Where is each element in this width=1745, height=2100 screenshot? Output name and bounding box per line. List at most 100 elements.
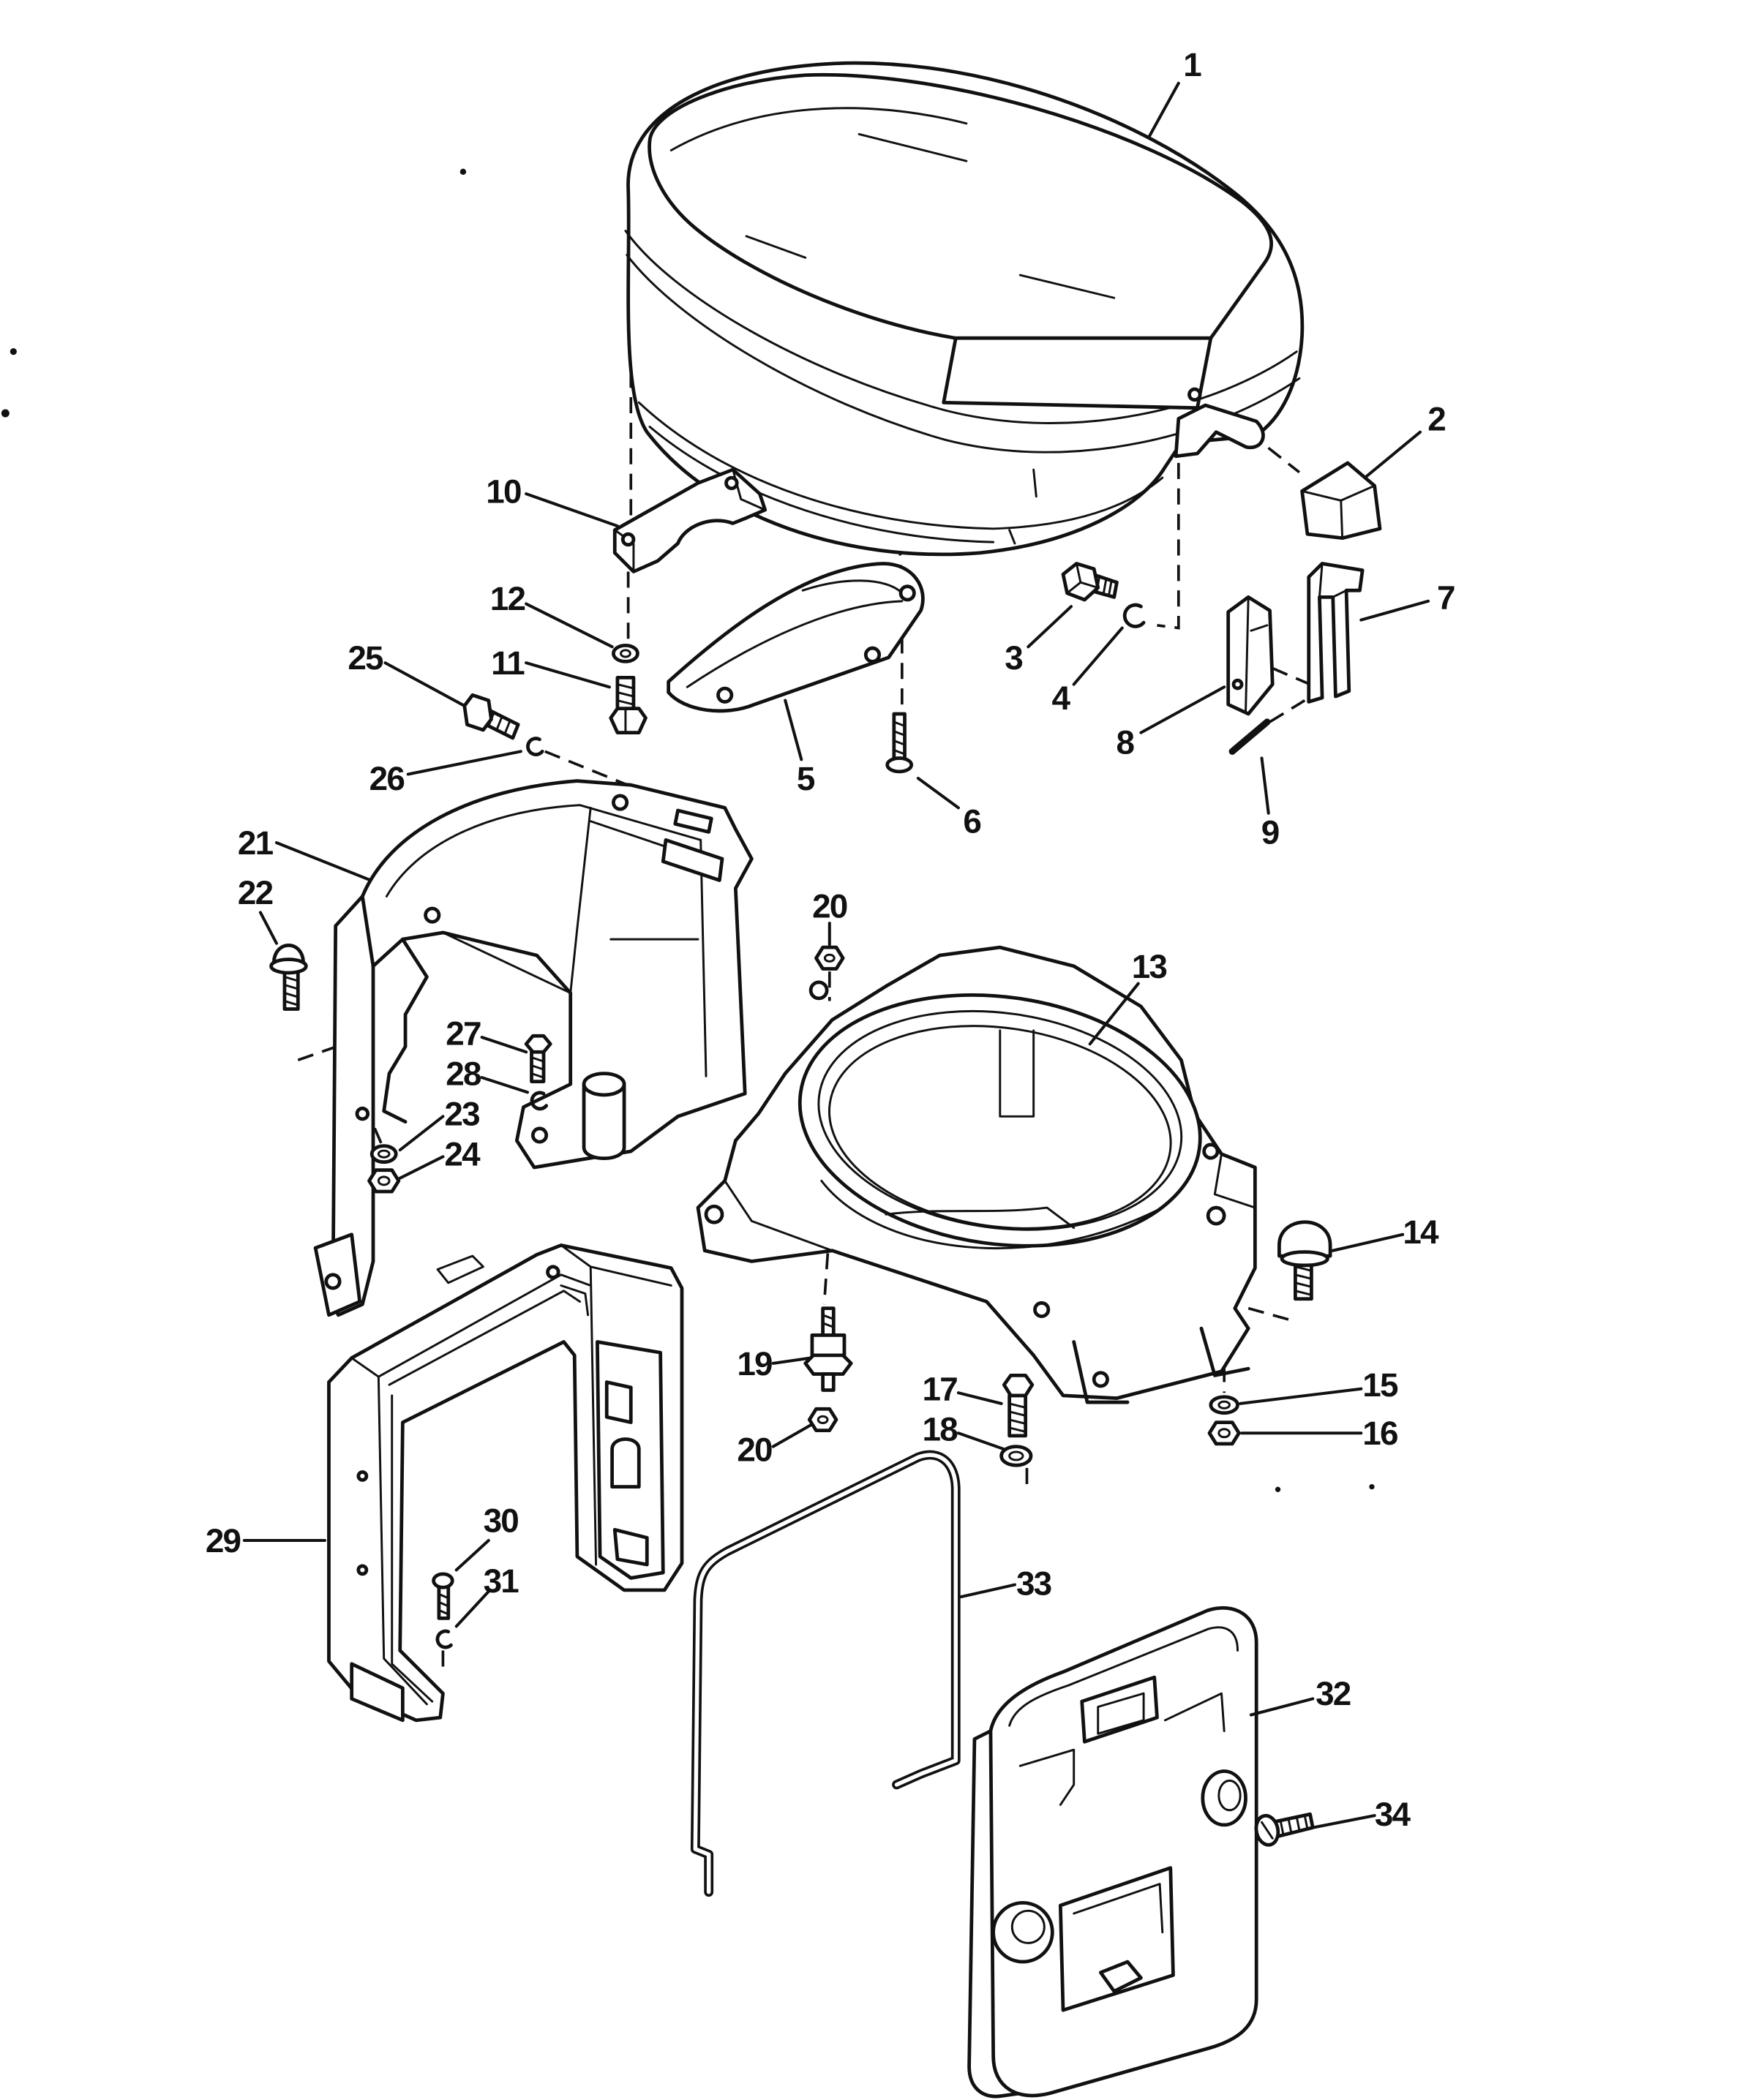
specks xyxy=(1,168,1375,1492)
callout-label-21: 21 xyxy=(238,824,274,862)
callout-label-28: 28 xyxy=(446,1055,481,1093)
leader-line-5 xyxy=(784,699,803,761)
leader-line-25 xyxy=(383,661,466,707)
part-19-rubber-mount xyxy=(803,1306,853,1392)
callout-label-1: 1 xyxy=(1183,45,1201,83)
part-12-washer xyxy=(612,644,639,663)
callout-label-27: 27 xyxy=(446,1015,481,1053)
callout-label-13: 13 xyxy=(1132,947,1167,985)
callout-label-7: 7 xyxy=(1437,578,1455,616)
leader-line-34 xyxy=(1311,1814,1376,1829)
part-1-top-cowl xyxy=(624,61,1305,557)
leader-line-6 xyxy=(916,776,960,810)
callout-label-18: 18 xyxy=(923,1410,958,1448)
leader-line-32 xyxy=(1249,1697,1315,1717)
leader-line-14 xyxy=(1331,1232,1405,1252)
callout-label-22: 22 xyxy=(238,873,273,911)
part-20-nut-bottom xyxy=(807,1407,838,1432)
callout-label-3: 3 xyxy=(1005,639,1022,677)
leader-line-20-bottom xyxy=(771,1423,813,1448)
part-9-pin xyxy=(1228,718,1271,755)
part-11-bolt xyxy=(609,676,648,735)
callout-label-32: 32 xyxy=(1316,1674,1351,1712)
callout-label-9: 9 xyxy=(1261,813,1279,851)
leader-line-11 xyxy=(525,661,611,689)
leader-line-3 xyxy=(1027,605,1073,649)
leader-line-17 xyxy=(956,1391,1003,1405)
part-7-latch-lever xyxy=(1307,562,1365,704)
leader-line-15 xyxy=(1239,1387,1363,1405)
part-21-bracket-housing xyxy=(313,779,754,1317)
callout-label-12: 12 xyxy=(490,579,525,617)
callout-label-17: 17 xyxy=(923,1370,958,1408)
callout-label-31: 31 xyxy=(484,1562,519,1600)
leader-line-8 xyxy=(1139,685,1226,734)
part-29-u-frame xyxy=(327,1243,684,1723)
leader-line-30 xyxy=(454,1538,490,1572)
part-2-wedge-block xyxy=(1300,461,1382,541)
part-23-lock-washer xyxy=(369,1144,398,1164)
leader-line-26 xyxy=(406,750,522,776)
leader-line-13 xyxy=(1088,982,1140,1046)
callout-label-14: 14 xyxy=(1403,1213,1439,1251)
callout-label-6: 6 xyxy=(963,802,980,840)
part-30-screw xyxy=(432,1572,454,1620)
callout-label-26: 26 xyxy=(369,759,405,797)
part-28-washer xyxy=(530,1091,549,1111)
part-13-base-ring xyxy=(696,945,1257,1404)
part-14-bolt xyxy=(1277,1220,1332,1301)
part-31-washer xyxy=(435,1629,453,1649)
callout-label-2: 2 xyxy=(1427,399,1445,437)
leader-line-12 xyxy=(525,602,614,649)
part-20-nut-top xyxy=(814,945,845,971)
leader-line-31 xyxy=(454,1589,490,1628)
leader-line-1 xyxy=(1147,81,1180,139)
callout-labels: 1 2 3 4 5 6 7 8 9 10 11 12 13 14 15 16 1… xyxy=(206,45,1456,1833)
part-27-bolt xyxy=(524,1034,552,1083)
leader-line-9 xyxy=(1260,756,1270,815)
leader-line-28 xyxy=(480,1076,530,1094)
leader-line-10 xyxy=(525,492,619,528)
leader-line-18 xyxy=(956,1431,1006,1451)
callout-label-24: 24 xyxy=(444,1135,481,1173)
part-18-washer xyxy=(999,1445,1033,1467)
callout-label-11: 11 xyxy=(491,644,525,682)
leader-lines xyxy=(242,81,1430,1829)
leader-line-4 xyxy=(1072,626,1124,686)
part-10-bracket xyxy=(612,467,768,573)
leader-line-19 xyxy=(771,1356,813,1365)
leader-line-7 xyxy=(1359,599,1430,622)
leader-line-27 xyxy=(480,1036,528,1054)
callout-label-4: 4 xyxy=(1052,679,1071,717)
callout-label-5: 5 xyxy=(797,759,815,797)
callout-label-15: 15 xyxy=(1362,1366,1398,1404)
callout-label-16: 16 xyxy=(1362,1414,1397,1452)
callout-label-30: 30 xyxy=(484,1501,519,1539)
callout-label-25: 25 xyxy=(348,639,383,677)
callout-label-10: 10 xyxy=(486,472,521,510)
callout-label-20-bottom: 20 xyxy=(737,1430,772,1468)
part-26-washer xyxy=(526,737,544,756)
part-24-nut xyxy=(367,1168,401,1194)
part-4-clip-ring xyxy=(1122,603,1146,628)
leader-line-23 xyxy=(398,1115,445,1152)
part-16-nut xyxy=(1207,1420,1241,1446)
callout-label-34: 34 xyxy=(1375,1795,1411,1833)
callout-label-20-top: 20 xyxy=(812,887,847,925)
callout-label-29: 29 xyxy=(206,1521,241,1559)
part-34-screw xyxy=(1254,1812,1315,1847)
callout-label-19: 19 xyxy=(737,1344,772,1382)
part-6-screw xyxy=(885,712,914,774)
part-15-washer xyxy=(1209,1395,1239,1415)
part-25-bolt xyxy=(462,693,520,740)
part-3-bolt xyxy=(1061,562,1119,602)
part-17-bolt xyxy=(1002,1373,1035,1438)
leader-line-24 xyxy=(398,1155,445,1180)
callout-label-23: 23 xyxy=(444,1095,479,1133)
leader-line-33 xyxy=(959,1583,1016,1599)
part-5-curved-bracket xyxy=(667,562,925,713)
part-22-bolt xyxy=(269,944,308,1011)
callout-label-33: 33 xyxy=(1016,1565,1051,1603)
part-32-front-panel xyxy=(967,1606,1258,2099)
